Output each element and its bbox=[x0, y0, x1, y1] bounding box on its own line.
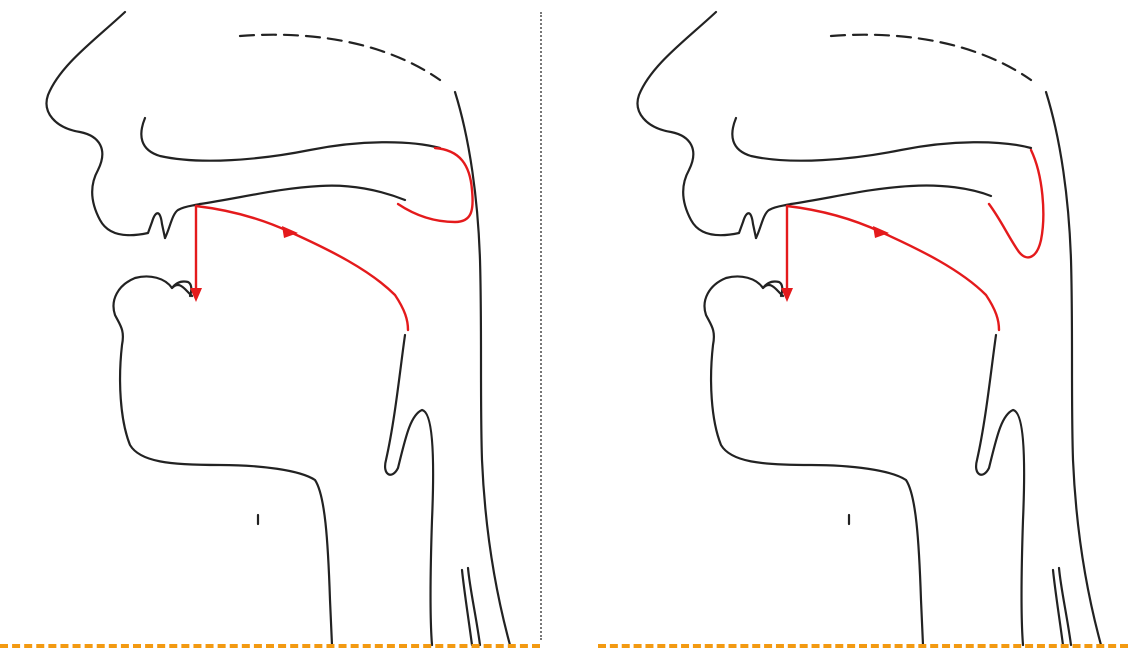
airflow-arrowhead bbox=[282, 226, 298, 238]
upper-teeth-outline bbox=[165, 204, 200, 238]
tongue-surface-airflow-arrow bbox=[196, 206, 408, 330]
right-baseline-dashed bbox=[598, 644, 1128, 648]
nasal-cavity-outline bbox=[141, 118, 440, 161]
face-profile-outline bbox=[47, 12, 165, 238]
left-vocal-tract-panel bbox=[0, 0, 540, 650]
left-baseline-dashed bbox=[0, 644, 540, 648]
pharynx-back-wall bbox=[1046, 92, 1101, 645]
epiglottis-outline bbox=[385, 335, 433, 645]
skull-top-dashed bbox=[831, 35, 1031, 80]
panel-divider bbox=[540, 12, 542, 640]
hard-palate-outline bbox=[791, 185, 991, 204]
right-vocal-tract-panel bbox=[591, 0, 1131, 650]
epiglottis-outline bbox=[976, 335, 1024, 645]
lower-lip-outline bbox=[705, 276, 923, 645]
pharynx-back-wall bbox=[455, 92, 510, 645]
nasal-cavity-outline bbox=[732, 118, 1031, 161]
hard-palate-outline bbox=[200, 186, 405, 204]
tongue-surface-airflow-arrow bbox=[787, 206, 999, 330]
right-vocal-tract-svg bbox=[591, 0, 1131, 650]
left-vocal-tract-svg bbox=[0, 0, 540, 650]
face-profile-outline bbox=[638, 12, 756, 238]
upper-teeth-outline bbox=[756, 204, 791, 238]
lower-lip-outline bbox=[114, 276, 332, 645]
skull-top-dashed bbox=[240, 35, 440, 80]
airflow-arrowhead bbox=[873, 226, 889, 238]
soft-palate-raised-highlight bbox=[398, 148, 473, 222]
soft-palate-lowered-highlight bbox=[989, 150, 1043, 257]
